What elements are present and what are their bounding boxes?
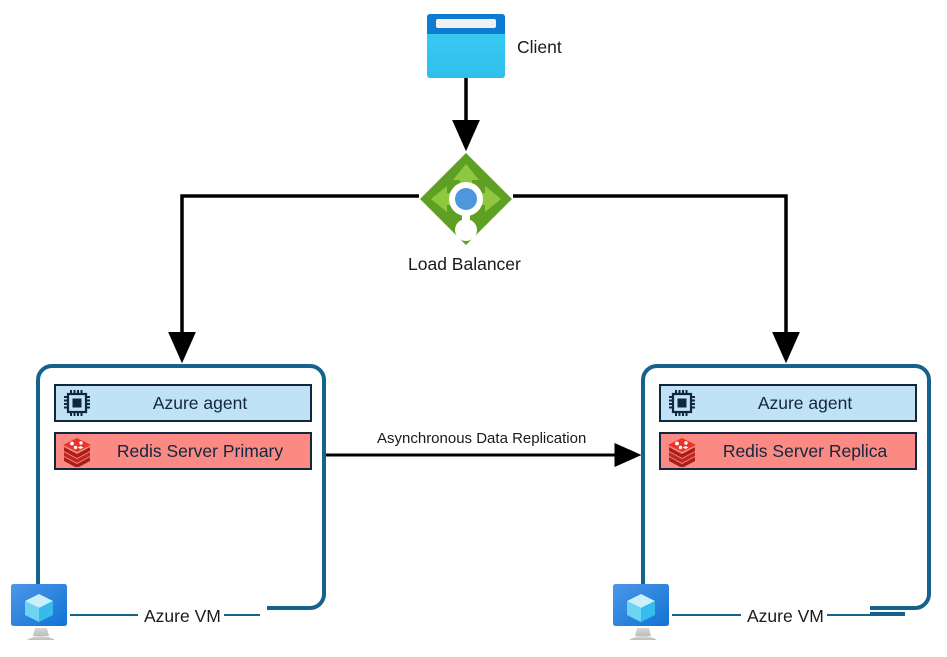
client-label: Client — [517, 37, 562, 57]
component-label: Redis Server Replica — [722, 440, 888, 461]
component-redis-primary[interactable]: Redis Server Primary — [54, 432, 312, 470]
redis-cube-icon — [58, 434, 96, 468]
vm-container-replica[interactable]: Azure agent Redis Server Replica — [641, 364, 931, 610]
vm-container-primary[interactable]: Azure agent Redis Server Prima — [36, 364, 326, 610]
load-balancer-label: Load Balancer — [408, 254, 521, 274]
component-label: Redis Server Primary — [116, 440, 284, 461]
edge-loadbalancer-to-replica — [513, 194, 800, 364]
cpu-chip-icon — [663, 386, 701, 420]
redis-cube-icon — [663, 434, 701, 468]
component-azure-agent-primary[interactable]: Azure agent — [54, 384, 312, 422]
component-azure-agent-replica[interactable]: Azure agent — [659, 384, 917, 422]
browser-urlbar — [436, 19, 496, 28]
browser-window-icon — [427, 14, 505, 78]
component-label: Azure agent — [757, 392, 853, 413]
load-balancer-diamond-icon — [419, 152, 513, 246]
azure-vm-monitor-icon — [611, 580, 675, 644]
component-redis-replica[interactable]: Redis Server Replica — [659, 432, 917, 470]
vm-bottom-gap-left — [62, 604, 267, 614]
edge-loadbalancer-to-primary — [168, 194, 419, 364]
vm-bottom-gap-right — [665, 604, 870, 614]
azure-vm-monitor-icon — [9, 580, 73, 644]
replication-label: Asynchronous Data Replication — [377, 430, 587, 447]
vm-caption-replica: Azure VM — [747, 606, 824, 626]
component-label: Azure agent — [152, 392, 248, 413]
cpu-chip-icon — [58, 386, 96, 420]
vm-caption-primary: Azure VM — [144, 606, 221, 626]
